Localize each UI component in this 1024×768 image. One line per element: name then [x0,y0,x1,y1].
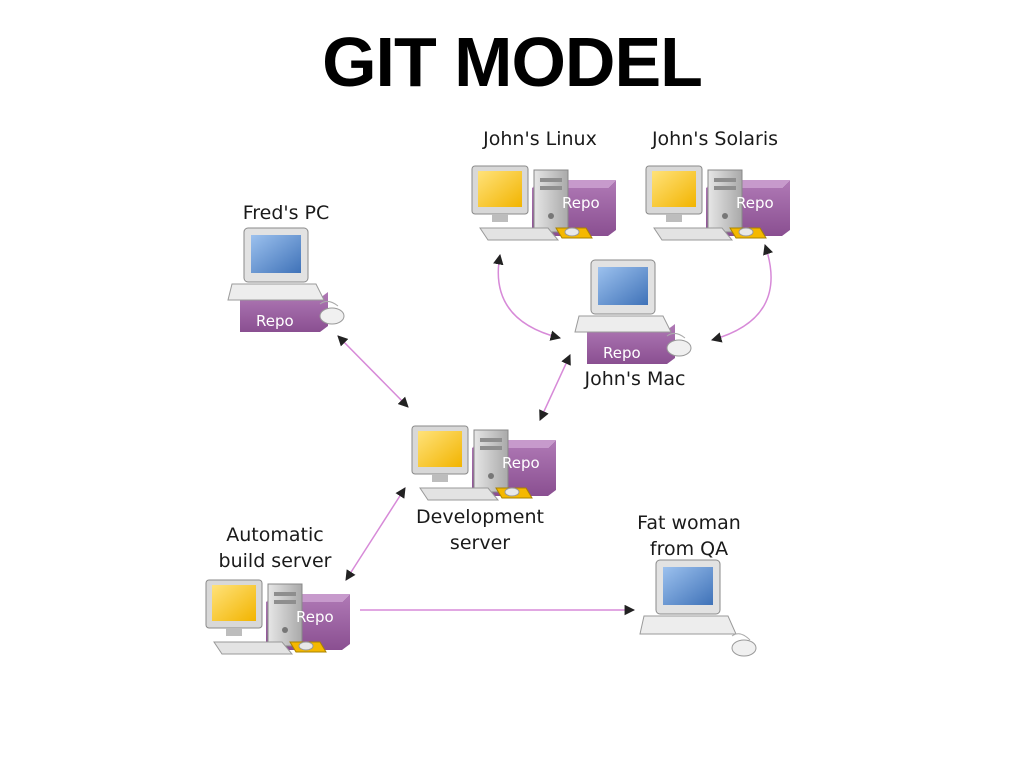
node-johns-mac: Repo [574,259,692,365]
node-build-server: Repo [205,579,351,655]
repo-label: Repo [736,194,774,212]
label-johns-solaris: John's Solaris [651,128,779,150]
node-johns-solaris: Repo [645,165,791,241]
node-qa [639,559,757,657]
node-freds-pc: Repo [227,227,345,333]
label-qa: Fat woman from QA [637,512,741,560]
connection-linux-mac [493,253,562,341]
label-johns-mac: John's Mac [584,368,686,390]
label-dev-server: Development server [416,506,544,554]
connection-solaris-mac [710,244,774,343]
label-freds-pc: Fred's PC [242,202,330,224]
repo-label: Repo [296,608,334,626]
connection-dev-server-johns-mac [539,354,571,421]
node-dev-server: Repo [411,425,557,501]
repo-label: Repo [502,454,540,472]
repo-label: Repo [256,312,294,330]
repo-label: Repo [603,344,641,362]
slide-title: GIT MODEL [322,23,703,101]
repo-label: Repo [562,194,600,212]
connection-freds-pc-dev-server [337,335,409,408]
node-johns-linux: Repo [471,165,617,241]
connection-build-server-dev-server [345,487,406,581]
label-johns-linux: John's Linux [483,128,597,150]
label-build-server: Automatic build server [218,524,332,572]
